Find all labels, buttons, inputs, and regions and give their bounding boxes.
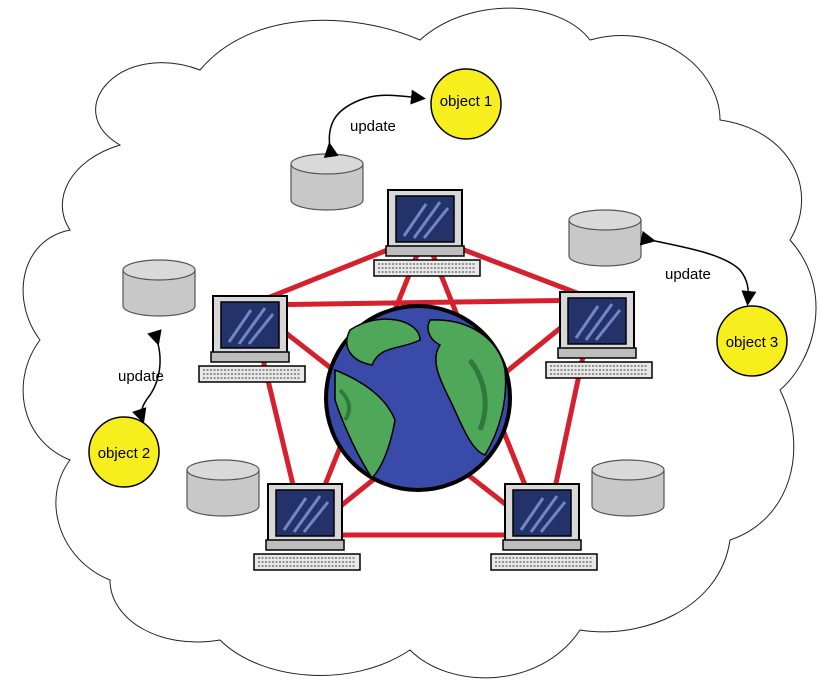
update-arrow-object-3 [639, 230, 757, 306]
object-3-node: object 3 [716, 305, 788, 377]
computer-left [197, 294, 307, 384]
globe-icon [324, 304, 512, 492]
object-1-label: object 1 [440, 93, 493, 110]
update-label-3: update [665, 266, 711, 283]
computer-bottom-right [489, 482, 599, 572]
database-bottom-right [591, 459, 665, 517]
database-top [290, 153, 364, 211]
update-arrow-object-1 [323, 89, 426, 158]
object-1-node: object 1 [430, 68, 502, 140]
object-2-node: object 2 [88, 416, 160, 488]
database-bottom-left [186, 459, 260, 517]
database-left [122, 259, 196, 317]
object-2-label: object 2 [98, 445, 151, 462]
database-right [568, 209, 642, 267]
update-label-1: update [350, 118, 396, 135]
computer-bottom-left [252, 482, 362, 572]
cloud-outline [22, 7, 817, 679]
object-3-label: object 3 [726, 334, 779, 351]
computer-right [544, 290, 654, 380]
update-label-2: update [118, 368, 164, 385]
computer-top [372, 188, 482, 278]
update-arrow-object-2 [132, 329, 162, 424]
